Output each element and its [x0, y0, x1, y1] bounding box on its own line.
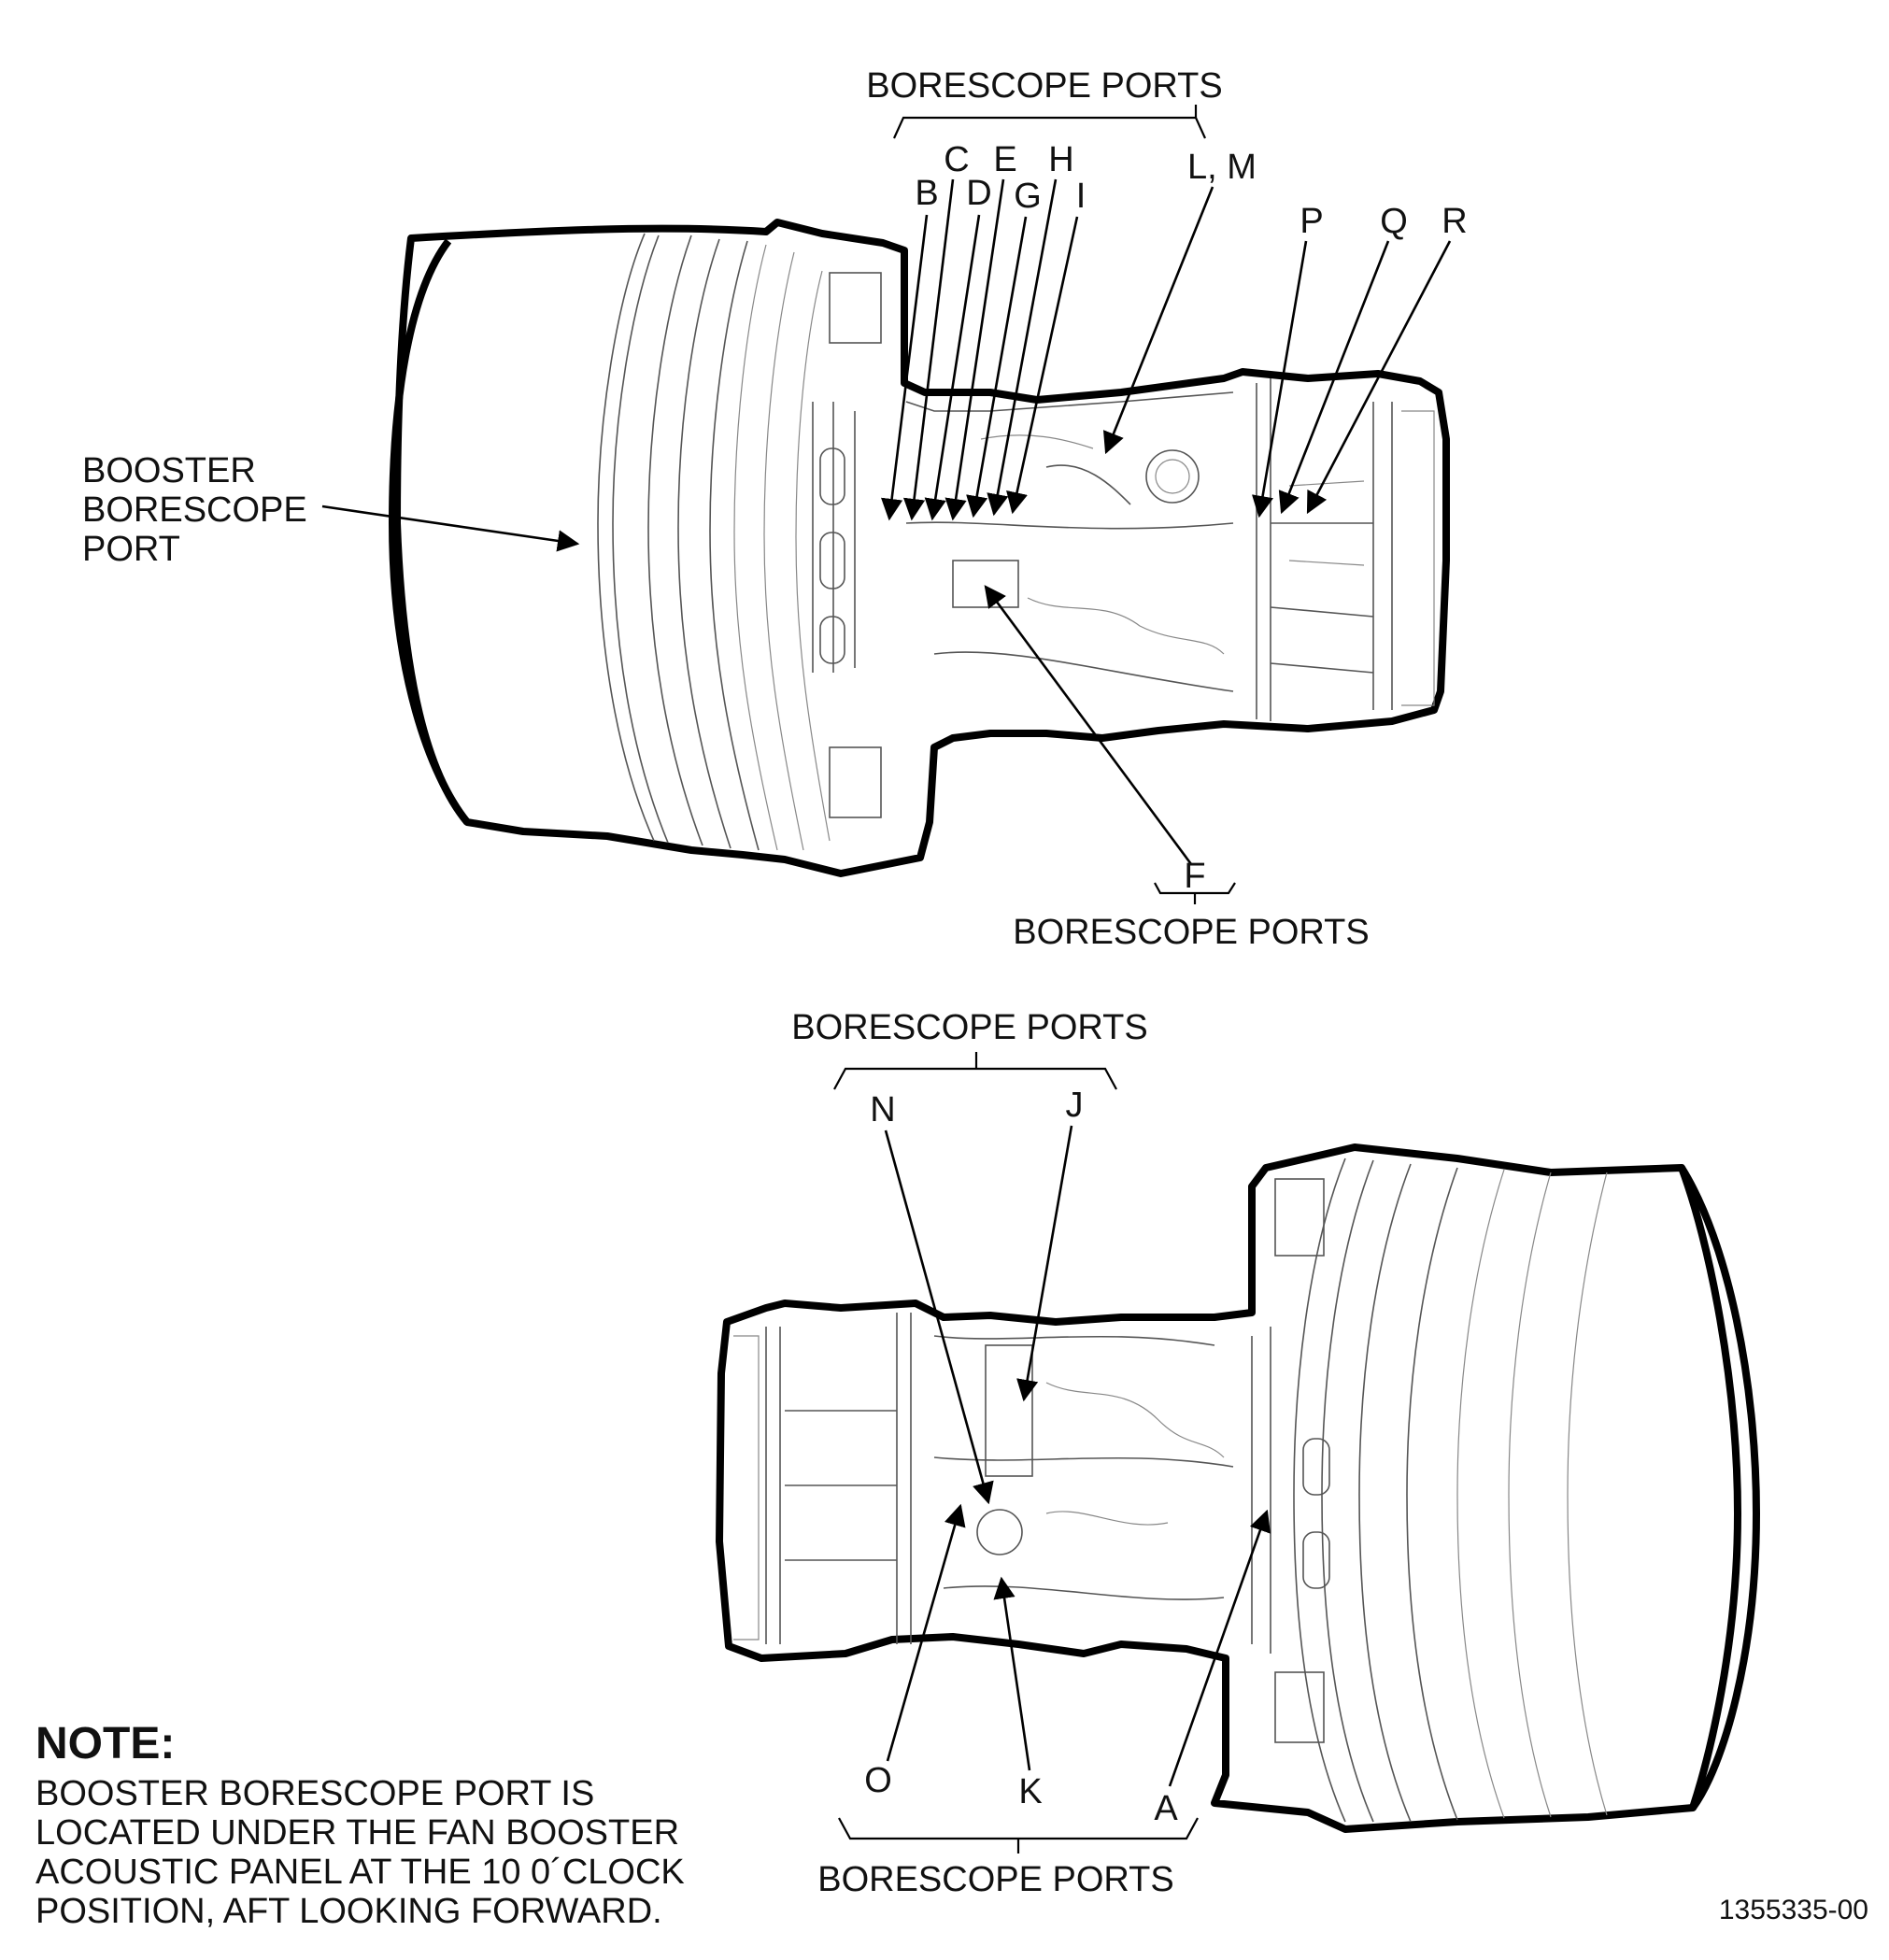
- top-port-labels: B C D E G H I L, M P Q R: [915, 140, 1467, 241]
- bottom-top-bracket: BORESCOPE PORTS: [791, 1008, 1148, 1090]
- port-label-o: O: [864, 1761, 892, 1800]
- bottom-leader-lines: [884, 1125, 1271, 1787]
- bottom-bottom-bracket-label: BORESCOPE PORTS: [817, 1860, 1174, 1899]
- port-label-k: K: [1018, 1772, 1042, 1811]
- port-label-i: I: [1076, 177, 1087, 216]
- booster-label-line-2: BORESCOPE: [82, 490, 307, 530]
- bottom-bottom-bracket: BORESCOPE PORTS: [817, 1817, 1199, 1899]
- port-label-h: H: [1048, 140, 1073, 179]
- port-label-b: B: [915, 174, 938, 213]
- figure-id: 1355335-00: [1719, 1895, 1868, 1925]
- port-label-f: F: [1184, 857, 1205, 896]
- port-label-r: R: [1442, 202, 1467, 241]
- port-label-c: C: [944, 140, 969, 179]
- port-label-q: Q: [1380, 202, 1408, 241]
- top-bracket-label: BORESCOPE PORTS: [866, 66, 1223, 106]
- port-label-lm: L, M: [1187, 148, 1257, 187]
- note-title: NOTE:: [36, 1719, 175, 1768]
- f-bracket-label: BORESCOPE PORTS: [1013, 913, 1370, 952]
- note-line-2: LOCATED UNDER THE FAN BOOSTER: [36, 1813, 679, 1853]
- note-block: NOTE: BOOSTER BORESCOPE PORT IS LOCATED …: [36, 1719, 685, 1931]
- note-line-1: BOOSTER BORESCOPE PORT IS: [36, 1774, 594, 1813]
- port-label-e: E: [993, 140, 1016, 179]
- bottom-engine-view: [716, 1143, 1760, 1833]
- port-label-n: N: [870, 1090, 895, 1129]
- note-line-4: POSITION, AFT LOOKING FORWARD.: [36, 1892, 662, 1931]
- booster-label: BOOSTER BORESCOPE PORT: [82, 451, 307, 569]
- booster-label-line-1: BOOSTER: [82, 451, 256, 490]
- bottom-port-labels: N J O K A: [864, 1086, 1178, 1828]
- port-label-j: J: [1066, 1086, 1084, 1125]
- f-bracket: F BORESCOPE PORTS: [1013, 857, 1370, 952]
- port-label-g: G: [1014, 177, 1042, 216]
- bottom-engine-outline: [716, 1143, 1741, 1833]
- note-line-3: ACOUSTIC PANEL AT THE 10 0´CLOCK: [36, 1853, 685, 1892]
- top-leader-lines: [321, 178, 1452, 865]
- top-bracket: BORESCOPE PORTS: [866, 66, 1223, 139]
- port-label-p: P: [1300, 202, 1323, 241]
- booster-label-line-3: PORT: [82, 530, 180, 569]
- port-label-d: D: [966, 174, 991, 213]
- top-engine-view: [389, 219, 1450, 877]
- bottom-top-bracket-label: BORESCOPE PORTS: [791, 1008, 1148, 1047]
- top-engine-outline: [393, 219, 1450, 877]
- port-label-a: A: [1154, 1789, 1178, 1828]
